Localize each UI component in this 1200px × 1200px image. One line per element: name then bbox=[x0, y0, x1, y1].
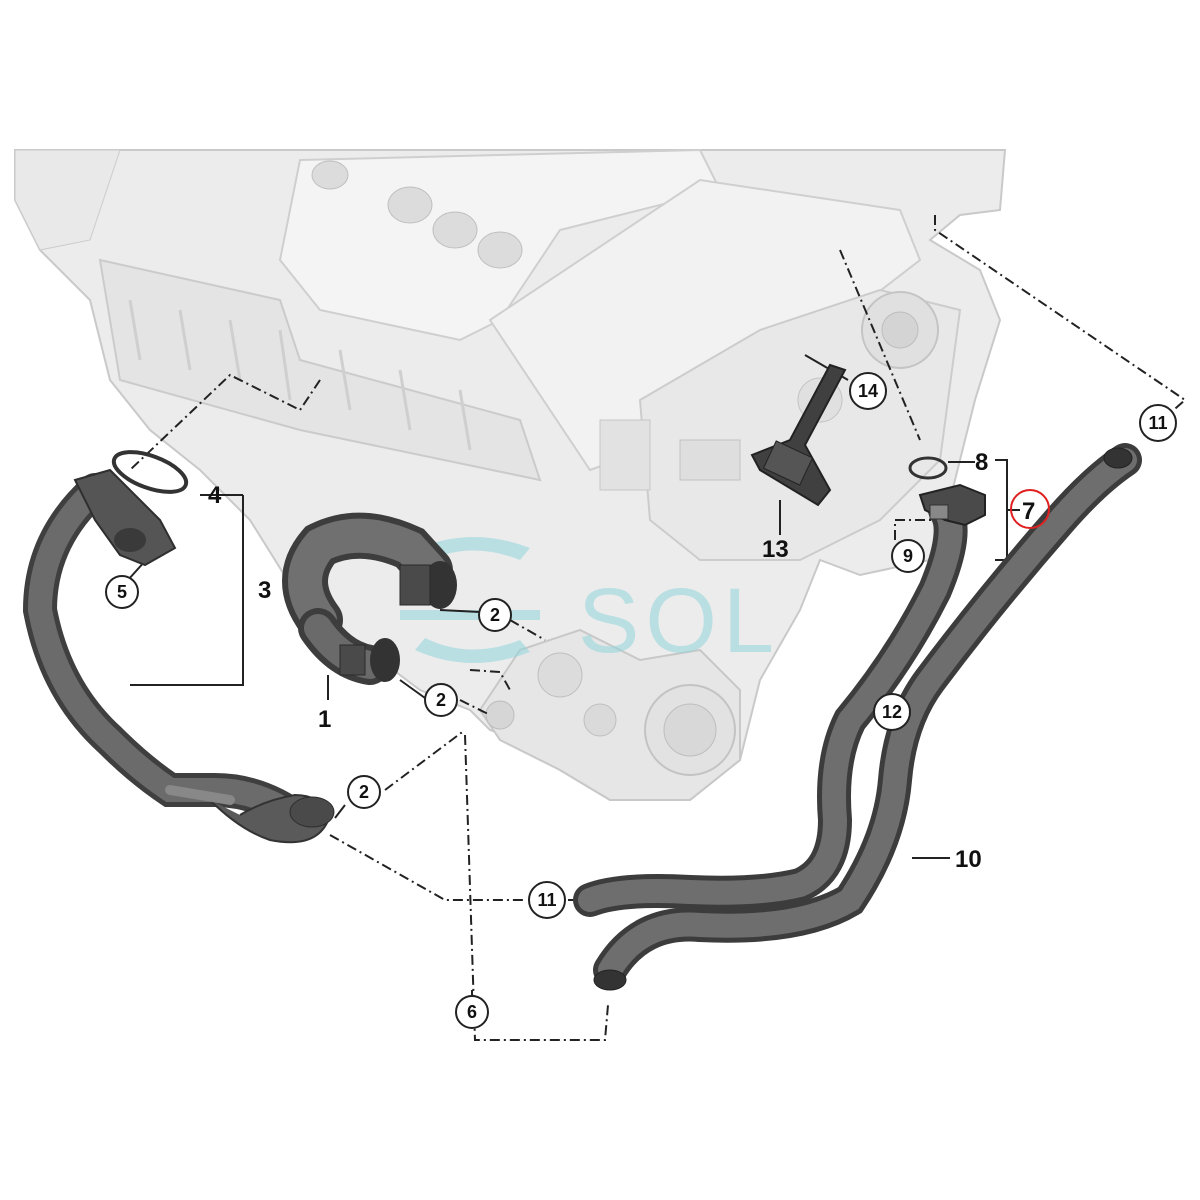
callout-3: 3 bbox=[258, 577, 271, 604]
gasket-ring bbox=[111, 450, 189, 494]
svg-text:12: 12 bbox=[882, 702, 902, 722]
connector-head bbox=[908, 456, 986, 527]
callout-6: 6 bbox=[455, 995, 489, 1029]
watermark: SOL bbox=[400, 536, 780, 672]
callout-11-bottom: 11 bbox=[528, 881, 566, 919]
svg-text:6: 6 bbox=[467, 1002, 477, 1022]
callout-14: 14 bbox=[849, 372, 887, 410]
bracket-part bbox=[750, 363, 847, 507]
hoses-right bbox=[573, 443, 1142, 991]
callout-1: 1 bbox=[318, 706, 331, 733]
callout-8: 8 bbox=[975, 449, 988, 476]
callout-2-middle: 2 bbox=[424, 683, 458, 717]
svg-text:11: 11 bbox=[537, 890, 556, 910]
svg-text:2: 2 bbox=[359, 782, 369, 802]
callout-12: 12 bbox=[873, 693, 911, 731]
svg-text:5: 5 bbox=[117, 582, 127, 602]
leader-lines bbox=[127, 215, 1187, 1041]
engine-block bbox=[14, 148, 1007, 801]
svg-text:9: 9 bbox=[903, 546, 913, 566]
callout-2-bottom: 2 bbox=[347, 775, 381, 809]
callout-11-top: 11 bbox=[1139, 404, 1177, 442]
svg-text:2: 2 bbox=[436, 690, 446, 710]
svg-text:11: 11 bbox=[1148, 413, 1167, 433]
watermark-text: SOL bbox=[578, 570, 780, 672]
coolant-pipe-left bbox=[22, 450, 335, 844]
callout-9: 9 bbox=[891, 539, 925, 573]
svg-text:14: 14 bbox=[858, 381, 878, 401]
callout-10: 10 bbox=[955, 846, 982, 873]
callout-7: 7 bbox=[1022, 498, 1035, 525]
callout-4: 4 bbox=[208, 482, 222, 509]
callout-13: 13 bbox=[762, 536, 789, 563]
callout-5: 5 bbox=[105, 575, 139, 609]
highlight-ring bbox=[1010, 489, 1050, 529]
callouts: 4 3 1 8 7 13 10 5 2 2 2 6 bbox=[105, 372, 1177, 1029]
svg-text:2: 2 bbox=[490, 605, 500, 625]
hose-elbow bbox=[282, 512, 457, 685]
callout-2-top: 2 bbox=[478, 598, 512, 632]
